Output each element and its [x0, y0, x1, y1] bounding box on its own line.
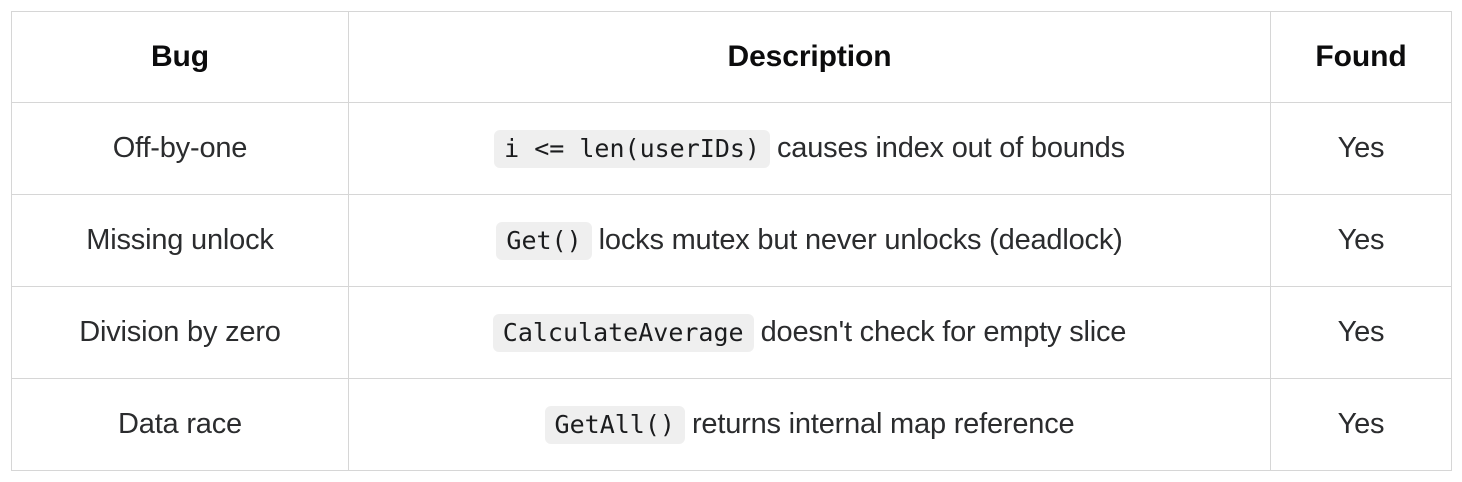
cell-found-status: Yes — [1270, 286, 1452, 379]
cell-description: i <= len(userIDs)causes index out of bou… — [348, 102, 1271, 195]
table-header: Bug Description Found — [11, 11, 1452, 103]
description-text: returns internal map reference — [691, 408, 1075, 440]
cell-found-status: Yes — [1270, 378, 1452, 471]
table-body: Off-by-one i <= len(userIDs)causes index… — [11, 102, 1452, 471]
table-row: Off-by-one i <= len(userIDs)causes index… — [11, 102, 1452, 195]
inline-code-snippet: i <= len(userIDs) — [494, 130, 770, 168]
table-header-row: Bug Description Found — [11, 11, 1452, 103]
description-text: causes index out of bounds — [776, 132, 1125, 164]
inline-code-snippet: GetAll() — [544, 406, 685, 444]
bug-table-container: Bug Description Found Off-by-one i <= le… — [11, 11, 1452, 471]
cell-bug-name: Data race — [11, 378, 349, 471]
cell-bug-name: Division by zero — [11, 286, 349, 379]
description-text: locks mutex but never unlocks (deadlock) — [598, 224, 1123, 256]
table-row: Data race GetAll()returns internal map r… — [11, 378, 1452, 471]
column-header-description: Description — [348, 11, 1271, 103]
inline-code-snippet: CalculateAverage — [492, 314, 754, 352]
table-row: Missing unlock Get()locks mutex but neve… — [11, 194, 1452, 287]
cell-found-status: Yes — [1270, 194, 1452, 287]
cell-found-status: Yes — [1270, 102, 1452, 195]
cell-description: Get()locks mutex but never unlocks (dead… — [348, 194, 1271, 287]
cell-bug-name: Off-by-one — [11, 102, 349, 195]
column-header-bug: Bug — [11, 11, 349, 103]
column-header-found: Found — [1270, 11, 1452, 103]
description-text: doesn't check for empty slice — [760, 316, 1127, 348]
cell-description: GetAll()returns internal map reference — [348, 378, 1271, 471]
cell-bug-name: Missing unlock — [11, 194, 349, 287]
inline-code-snippet: Get() — [496, 222, 592, 260]
bug-table: Bug Description Found Off-by-one i <= le… — [11, 11, 1452, 471]
